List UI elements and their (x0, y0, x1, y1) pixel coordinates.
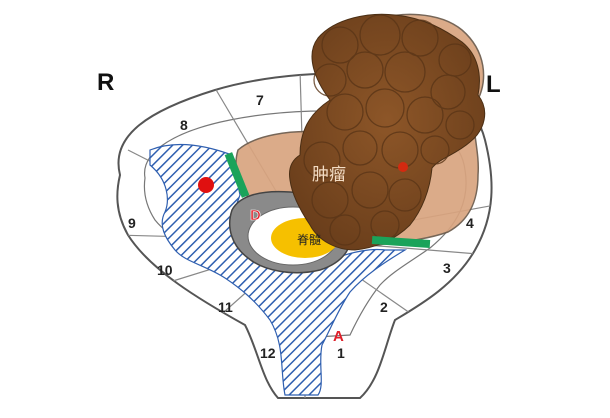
segment-label-9: 9 (128, 215, 136, 231)
segment-label-11: 11 (218, 299, 233, 315)
segment-label-12: 12 (260, 345, 276, 361)
segment-label-10: 10 (157, 262, 173, 278)
tumor-label: 肿瘤 (312, 165, 346, 185)
segment-label-8: 8 (180, 117, 188, 133)
red-dot-right (198, 177, 214, 193)
green-band-left (371, 235, 431, 249)
segment-label-7: 7 (256, 92, 264, 108)
segment-label-1: 1 (337, 345, 345, 361)
segment-label-3: 3 (443, 260, 451, 276)
side-label-right: R (97, 69, 114, 96)
marker-dorsal: D (250, 207, 261, 224)
segment-label-4: 4 (466, 215, 474, 231)
segment-label-2: 2 (380, 299, 388, 315)
red-dot-tumor (398, 162, 408, 172)
side-label-left: L (486, 71, 501, 98)
green-band-right (224, 152, 250, 198)
marker-anterior: A (333, 328, 344, 345)
spinal-cord-label: 脊髓 (297, 233, 321, 247)
